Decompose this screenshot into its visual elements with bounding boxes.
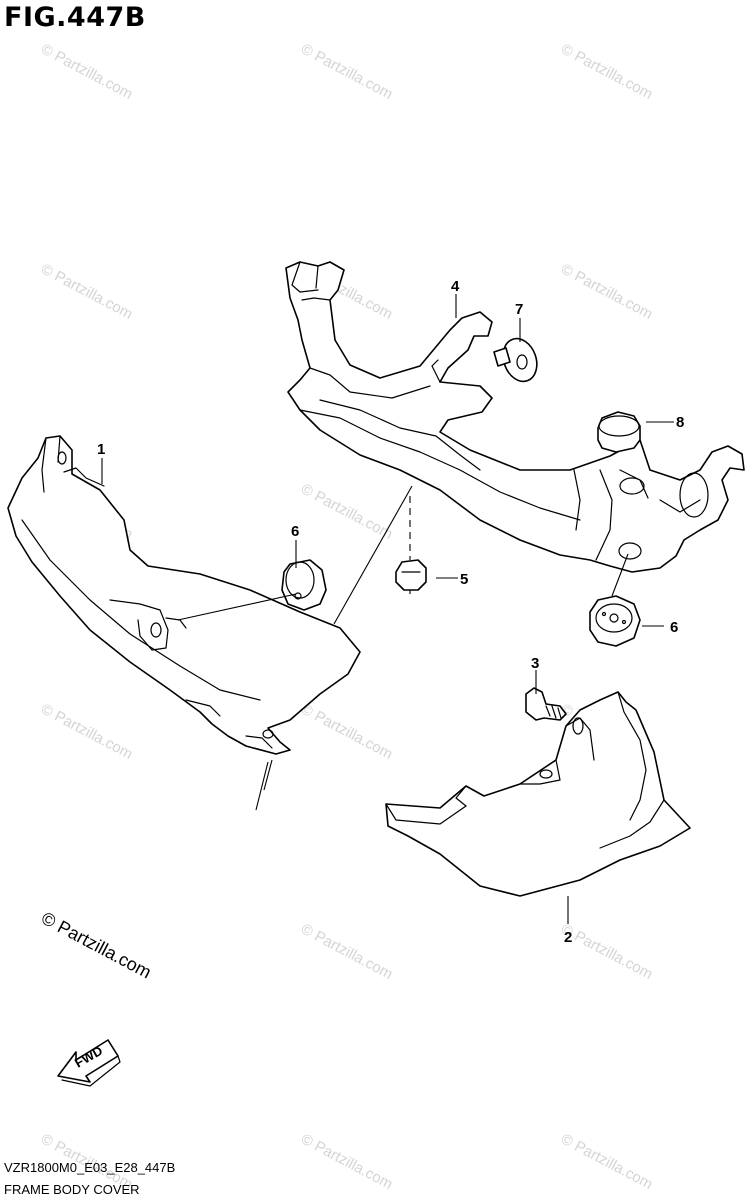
callout-1: 1 bbox=[97, 441, 105, 458]
callout-3: 3 bbox=[531, 655, 539, 672]
part-2-lower-cover bbox=[385, 691, 691, 897]
callout-6-right: 6 bbox=[670, 619, 678, 636]
part-6-grommet-right bbox=[589, 595, 641, 647]
watermark: © Partzilla.com bbox=[298, 1131, 395, 1193]
leader-lines bbox=[101, 294, 674, 924]
watermark: © Partzilla.com bbox=[298, 481, 395, 543]
part-3-screw bbox=[525, 687, 567, 721]
callout-numbers: 1 2 3 4 5 6 6 7 8 bbox=[97, 278, 684, 946]
watermark: © Partzilla.com bbox=[38, 41, 135, 103]
part-7-rivet bbox=[493, 337, 538, 383]
watermark-dark: © Partzilla.com bbox=[38, 908, 154, 983]
callout-6-left: 6 bbox=[291, 523, 299, 540]
watermark: © Partzilla.com bbox=[298, 701, 395, 763]
watermark: © Partzilla.com bbox=[298, 921, 395, 983]
part-1-left-cover bbox=[7, 435, 361, 755]
watermark: © Partzilla.com bbox=[558, 921, 655, 983]
figure-title: FIG.447B bbox=[4, 2, 146, 33]
watermark: © Partzilla.com bbox=[558, 261, 655, 323]
part-5-clip bbox=[395, 559, 427, 591]
watermark: © Partzilla.com bbox=[558, 41, 655, 103]
model-code: VZR1800M0_E03_E28_447B bbox=[4, 1160, 176, 1175]
watermark: © Partzilla.com bbox=[558, 1131, 655, 1193]
callout-5: 5 bbox=[460, 571, 468, 588]
figure-name: FRAME BODY COVER bbox=[4, 1182, 140, 1197]
callout-8: 8 bbox=[676, 414, 684, 431]
part-8-grommet bbox=[597, 411, 641, 453]
part-4-bracket bbox=[285, 261, 745, 573]
watermark: © Partzilla.com bbox=[38, 261, 135, 323]
callout-4: 4 bbox=[451, 278, 460, 295]
callout-2: 2 bbox=[564, 929, 572, 946]
part-6-grommet-left bbox=[281, 559, 327, 611]
fwd-arrow-icon: FWD bbox=[57, 1039, 121, 1087]
callout-7: 7 bbox=[515, 301, 523, 318]
watermark: © Partzilla.com bbox=[298, 41, 395, 103]
watermark: © Partzilla.com bbox=[38, 701, 135, 763]
